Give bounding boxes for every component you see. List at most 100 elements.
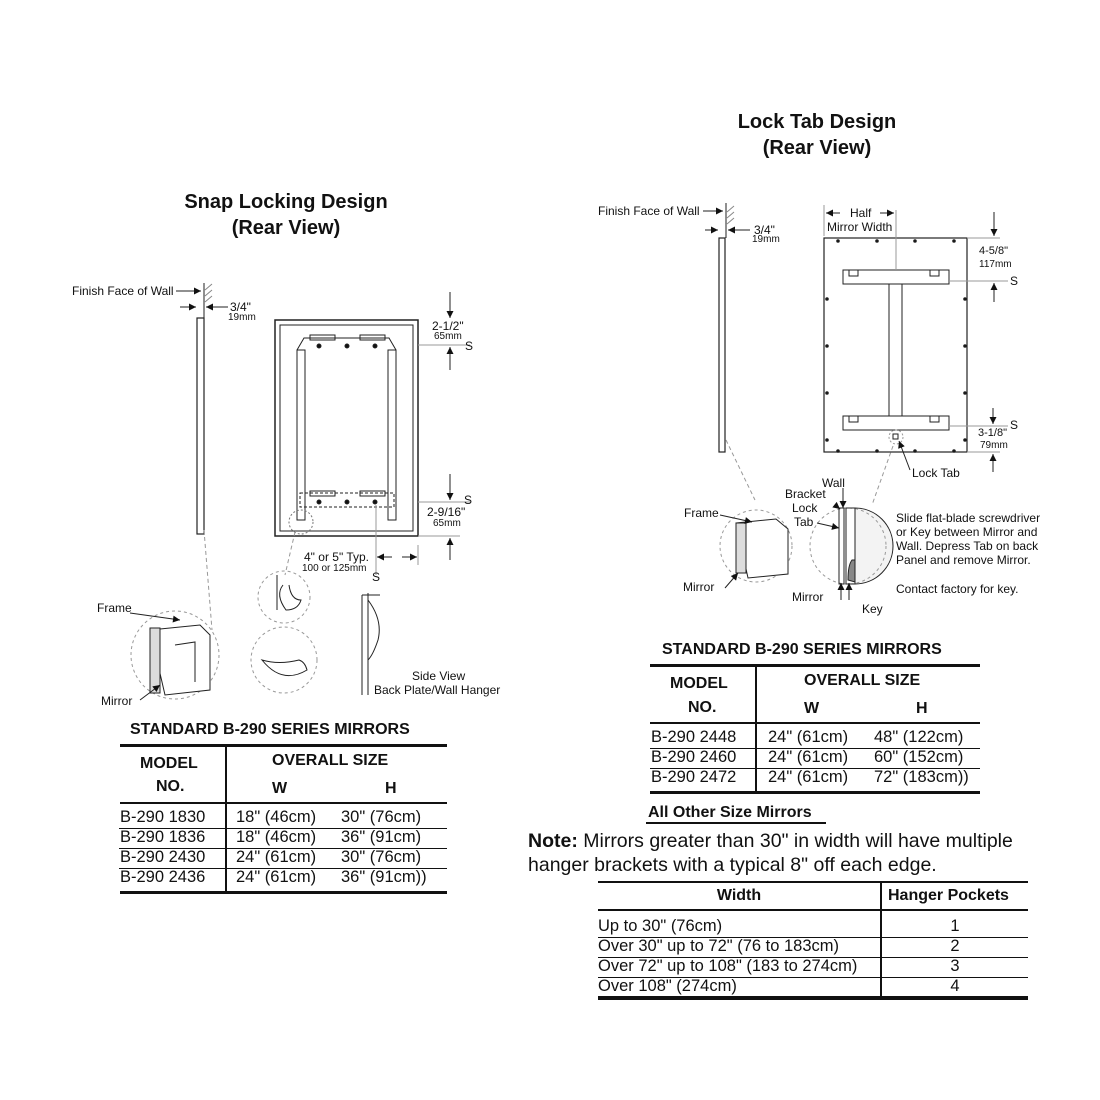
width-cell: 18" (46cm)	[236, 828, 317, 846]
col-overall-size: OVERALL SIZE	[272, 752, 389, 769]
snap-bottom-mm: 65mm	[433, 518, 461, 529]
snap-top-in: 2-1/2"	[432, 319, 464, 333]
row-divider	[119, 868, 447, 869]
note-label: Note:	[528, 830, 578, 852]
width-range-cell: Over 72" up to 108" (183 to 274cm)	[598, 957, 858, 975]
lock-mirror-label: Mirror	[683, 580, 715, 594]
row-divider	[119, 848, 447, 849]
lock-depth-in: 3/4"	[754, 223, 775, 237]
snap-spacing-in: 4" or 5" Typ.	[304, 550, 369, 564]
row-divider	[650, 748, 980, 749]
row-divider	[598, 957, 1028, 958]
lock-table-title: STANDARD B-290 SERIES MIRRORS	[662, 641, 942, 658]
width-cell: 24" (61cm)	[768, 728, 849, 746]
lock-title: Lock Tab Design	[737, 111, 897, 133]
snap-finish-face-label: Finish Face of Wall	[72, 284, 174, 298]
snap-spacing-mm: 100 or 125mm	[302, 563, 367, 574]
divider	[880, 882, 882, 997]
col-model: MODEL	[670, 675, 728, 692]
width-cell: 24" (61cm)	[768, 748, 849, 766]
lock-tab-word: Tab	[794, 515, 814, 529]
lock-instructions-2: or Key between Mirror and	[896, 525, 1038, 539]
divider	[755, 666, 757, 792]
snap-s-spacing: S	[372, 570, 381, 584]
divider	[646, 822, 826, 824]
snap-subtitle: (Rear View)	[231, 217, 341, 239]
snap-rear-view	[203, 292, 470, 631]
row-divider	[650, 768, 980, 769]
snap-top-mm: 65mm	[434, 331, 462, 342]
divider	[120, 744, 447, 747]
divider	[650, 722, 980, 724]
lock-bracket-label: Bracket	[785, 487, 826, 501]
row-divider	[598, 937, 1028, 938]
col-h: H	[385, 780, 397, 797]
height-cell: 30" (76cm)	[341, 808, 422, 826]
lock-instructions-4: Panel and remove Mirror.	[896, 553, 1031, 567]
lock-mirror-section-label: Mirror	[792, 590, 824, 604]
snap-side-view-label: Side View	[412, 669, 466, 683]
lock-instructions-3: Wall. Depress Tab on back	[896, 539, 1039, 553]
pockets-cell: 4	[950, 977, 960, 995]
width-range-cell: Over 108" (274cm)	[598, 977, 737, 995]
pockets-cell: 2	[950, 937, 960, 955]
height-cell: 36" (91cm))	[341, 868, 427, 886]
lock-s-top: S	[1010, 274, 1019, 288]
divider	[120, 802, 447, 804]
model-cell: B-290 2436	[120, 868, 206, 886]
row-divider	[119, 828, 447, 829]
divider	[650, 664, 980, 667]
note-text-1: Mirrors greater than 30" in width will h…	[577, 830, 1013, 852]
col-width: Width	[716, 887, 762, 904]
width-range-cell: Over 30" up to 72" (76 to 183cm)	[598, 937, 840, 955]
note-line-1: Note: Mirrors greater than 30" in width …	[528, 830, 1013, 852]
col-w: W	[272, 780, 288, 797]
divider	[120, 891, 447, 894]
model-cell: B-290 1830	[120, 808, 206, 826]
height-cell: 36" (91cm)	[341, 828, 422, 846]
lock-key-label: Key	[862, 602, 883, 616]
snap-detail-clip	[250, 570, 318, 694]
snap-title: Snap Locking Design	[184, 191, 388, 213]
model-cell: B-290 2460	[651, 748, 737, 766]
col-no: NO.	[688, 699, 717, 716]
col-model: MODEL	[140, 755, 198, 772]
height-cell: 30" (76cm)	[341, 848, 422, 866]
col-overall-size: OVERALL SIZE	[804, 672, 921, 689]
divider	[650, 791, 980, 794]
divider	[598, 909, 1028, 911]
col-h: H	[916, 700, 928, 717]
snap-mirror-label: Mirror	[101, 694, 133, 708]
snap-side-profile	[176, 283, 228, 535]
height-cell: 48" (122cm)	[874, 728, 964, 746]
width-cell: 24" (61cm)	[236, 868, 317, 886]
pockets-cell: 3	[950, 957, 960, 975]
lock-detail-section	[809, 488, 894, 600]
lock-bottom-in: 3-1/8"	[978, 427, 1007, 439]
lock-lock-label: Lock	[792, 501, 818, 515]
width-range-cell: Up to 30" (76cm)	[598, 917, 723, 935]
lock-finish-face-label: Finish Face of Wall	[598, 204, 700, 218]
snap-side-view	[361, 593, 380, 695]
model-cell: B-290 1836	[120, 828, 206, 846]
snap-table-title: STANDARD B-290 SERIES MIRRORS	[130, 721, 410, 738]
lock-s-bottom: S	[1010, 418, 1019, 432]
snap-s-top: S	[465, 339, 474, 353]
lock-subtitle: (Rear View)	[762, 137, 872, 159]
divider	[225, 746, 227, 892]
snap-back-plate-label: Back Plate/Wall Hanger	[374, 683, 501, 697]
model-cell: B-290 2448	[651, 728, 737, 746]
lock-top-in: 4-5/8"	[979, 245, 1008, 257]
model-cell: B-290 2430	[120, 848, 206, 866]
row-divider	[598, 977, 1028, 978]
height-cell: 60" (152cm)	[874, 748, 964, 766]
col-hanger-pockets: Hanger Pockets	[888, 887, 1009, 904]
lock-rear-view	[823, 205, 1008, 506]
snap-bottom-in: 2-9/16"	[427, 505, 466, 519]
snap-s-bottom: S	[464, 493, 473, 507]
col-w: W	[804, 700, 820, 717]
lock-tab-label: Lock Tab	[912, 466, 960, 480]
other-sizes-heading: All Other Size Mirrors	[648, 804, 812, 821]
lock-instructions-1: Slide flat-blade screwdriver	[896, 511, 1041, 525]
